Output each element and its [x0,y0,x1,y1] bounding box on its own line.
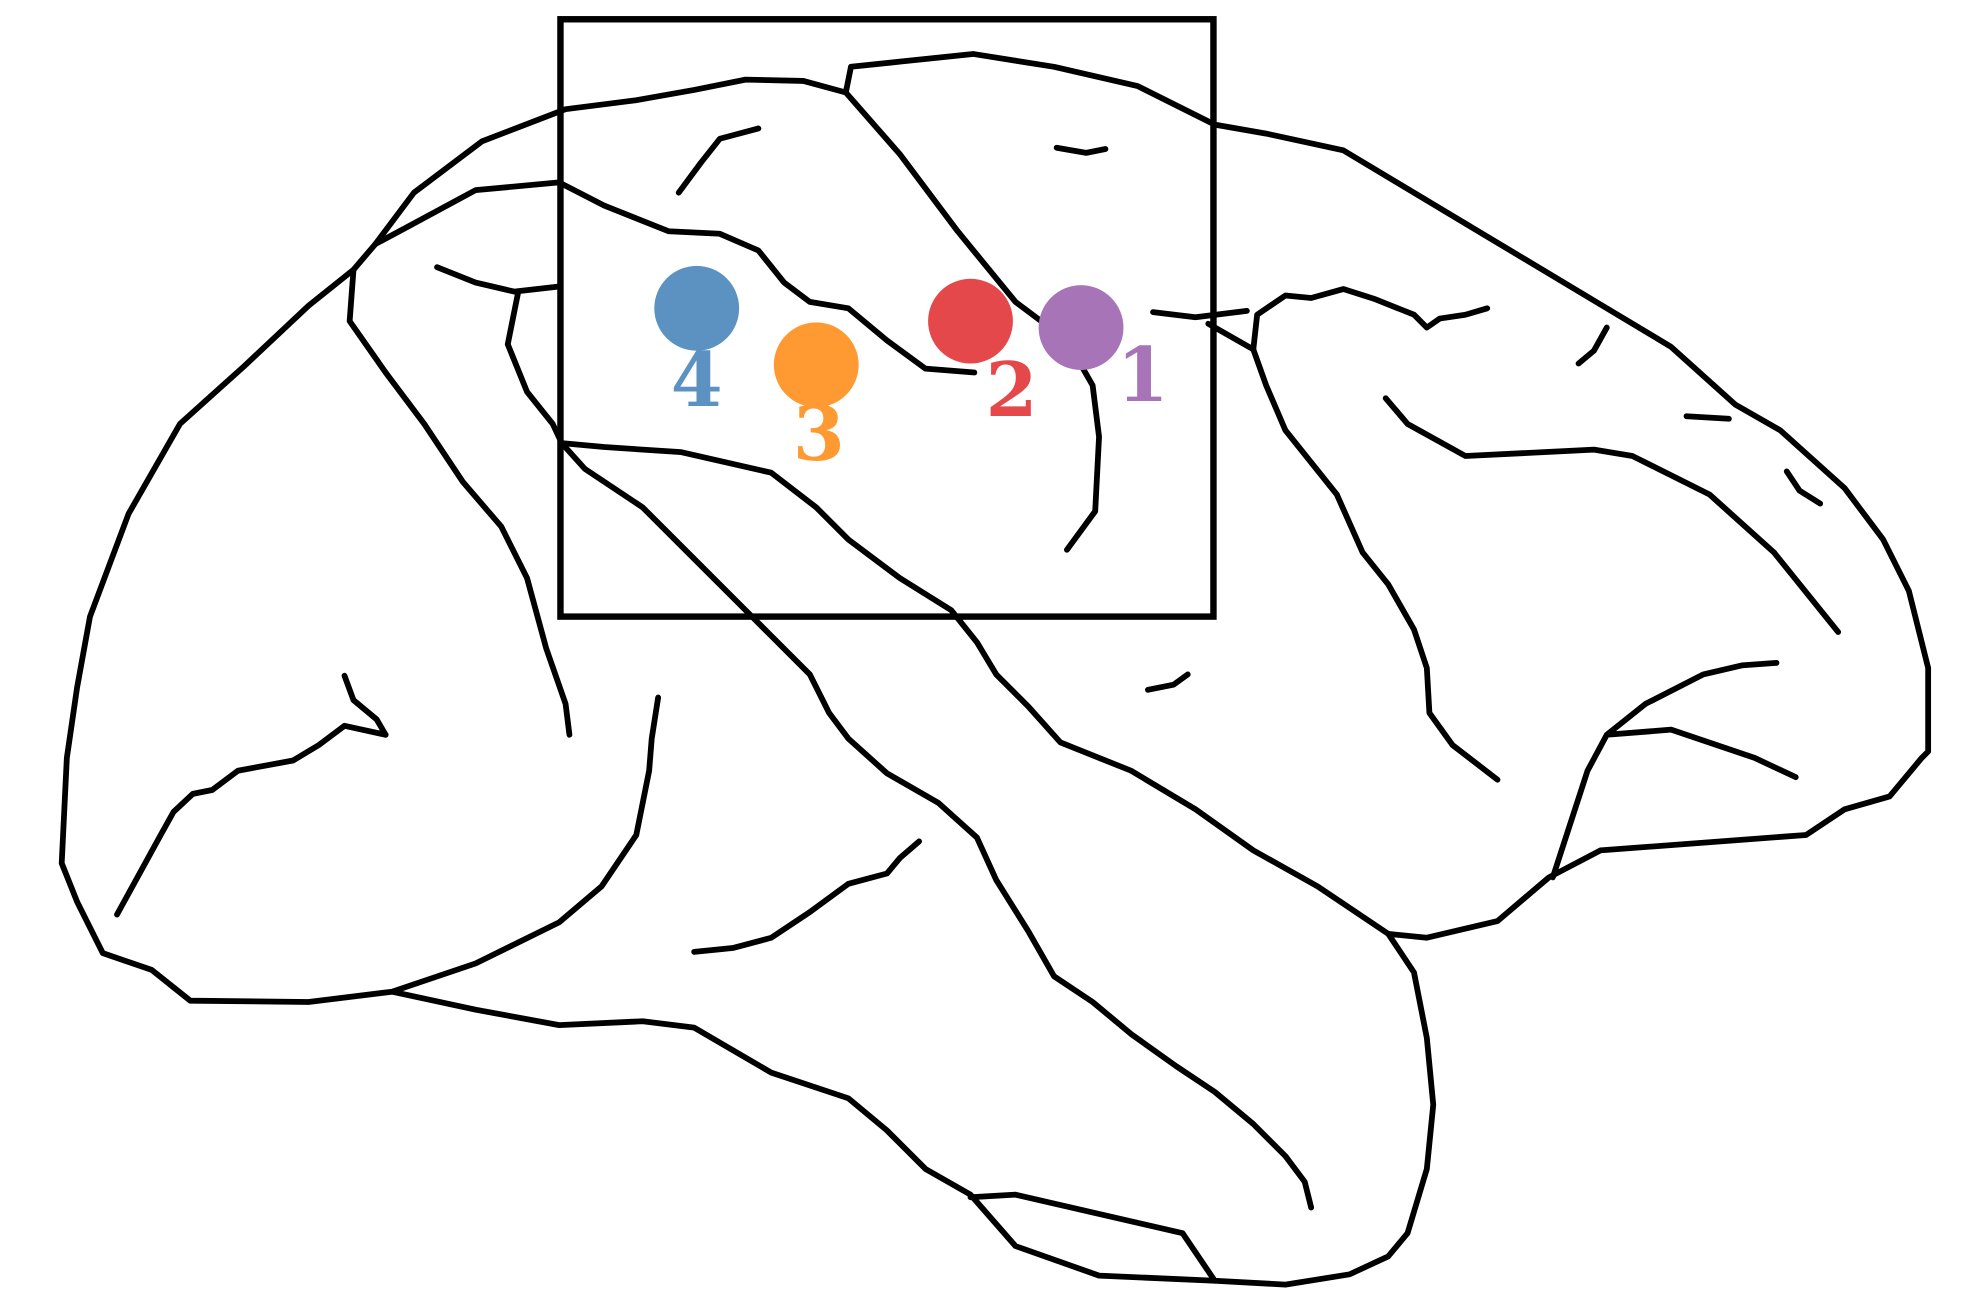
site-label-4: 4 [671,336,723,424]
lateral-sulcus [558,440,1315,1211]
superior-temporal-sulcus [558,440,1392,937]
temporal-pole-line [967,1191,1218,1284]
site-marker-4 [654,265,740,351]
recording-sites: 1 2 3 4 [654,265,1169,478]
dorsal-contour [372,179,978,376]
intraparietal-sulcus [346,266,573,738]
site-label-1: 1 [1117,331,1169,419]
parietal-branch [434,264,565,447]
site-label-3: 3 [793,390,845,478]
frontal-small-2 [1683,413,1732,422]
occipital-small [341,672,389,738]
site-marker-2 [928,278,1013,364]
temporal-small [691,838,922,955]
brain-outline [58,51,1932,1288]
frontal-sulcus-mid [1382,395,1842,635]
cortex-outline [58,51,1932,1288]
frontal-small-1 [1575,324,1610,367]
site-label-2: 2 [986,346,1038,434]
frontal-sulcus-lower [1250,346,1501,783]
frontal-sulcus-upper [1150,286,1491,353]
site-marker-1 [1038,285,1124,370]
region-of-interest-box [557,16,1217,620]
upper-small-2 [1053,144,1109,156]
upper-small-1 [675,125,762,196]
frontal-small-3 [1783,468,1824,507]
frontal-inferior [1549,659,1799,881]
lower-small-1 [1145,671,1191,693]
site-marker-3 [773,322,859,408]
